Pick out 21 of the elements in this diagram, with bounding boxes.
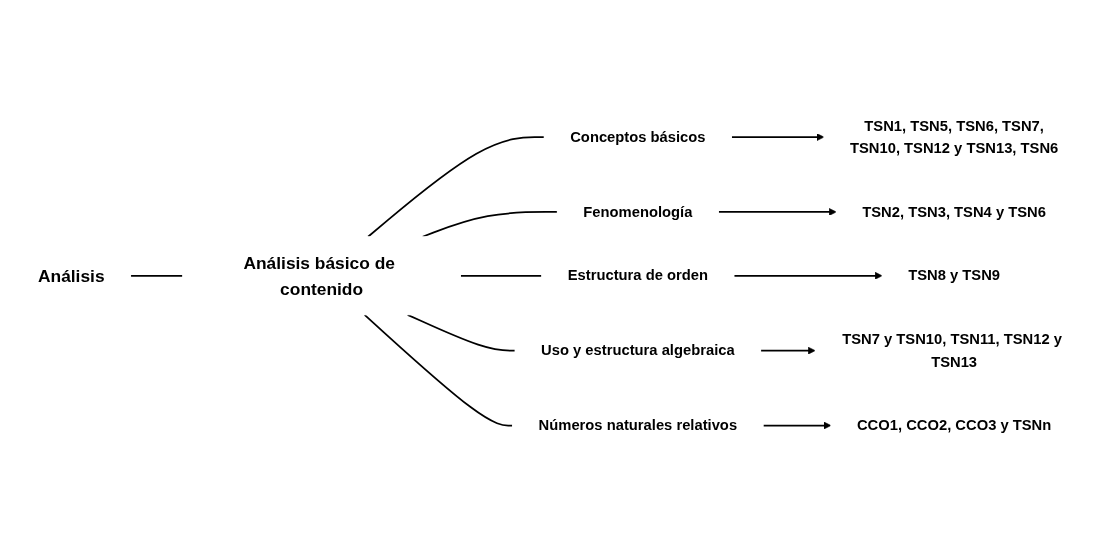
arrow xyxy=(733,272,883,280)
node-text: CCO1, CCO2, CCO3 y TSNn xyxy=(856,417,1052,434)
node-text: Análisis xyxy=(38,266,105,286)
connector xyxy=(367,136,546,238)
node-text: TSN7 y TSN10, TSN11, TSN12 y TSN13 xyxy=(842,331,1062,370)
node-text: Análisis básico de contenido xyxy=(243,253,395,299)
node-text: Fenomenología xyxy=(583,203,693,221)
arrow xyxy=(717,208,837,216)
node-text: TSN8 y TSN9 xyxy=(908,267,1001,285)
connector xyxy=(129,275,184,277)
node-text: Conceptos básicos xyxy=(570,128,706,146)
node-text: TSN2, TSN3, TSN4 y TSN6 xyxy=(862,203,1046,221)
node-text: Estructura de orden xyxy=(567,267,708,285)
connector xyxy=(363,314,514,427)
node-text: Uso y estructura algebraica xyxy=(541,342,735,359)
arrow xyxy=(762,421,832,430)
arrow xyxy=(759,347,816,355)
node-text: Números naturales relativos xyxy=(538,417,738,434)
node-text: TSN1, TSN5, TSN6, TSN7, TSN10, TSN12 y TSN13, TSN6 xyxy=(849,117,1059,157)
arrow xyxy=(730,133,825,142)
connector xyxy=(459,275,543,277)
